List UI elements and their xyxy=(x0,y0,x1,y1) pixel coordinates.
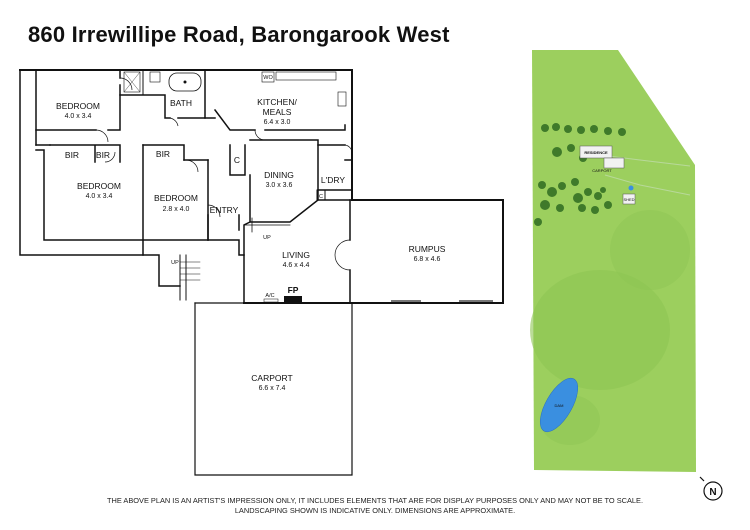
kitchen-label-2: MEALS xyxy=(263,107,292,117)
kitchen-label: KITCHEN/ xyxy=(257,97,297,107)
site-carport-label: CARPORT xyxy=(592,168,612,173)
bedroom2-label: BEDROOM xyxy=(77,181,121,191)
laundry-label: L'DRY xyxy=(321,175,345,185)
shed-building xyxy=(622,193,636,205)
closet1-label: C xyxy=(234,155,240,165)
disclaimer-line-1: THE ABOVE PLAN IS AN ARTIST'S IMPRESSION… xyxy=(106,496,644,505)
carport-label: CARPORT xyxy=(251,373,292,383)
residence-building xyxy=(579,145,613,159)
dining-dim: 3.0 x 3.6 xyxy=(266,182,293,189)
kitchen-dim: 6.4 x 3.0 xyxy=(264,119,291,126)
compass-label: N xyxy=(709,487,716,498)
door-swings xyxy=(95,77,353,271)
room-labels: BEDROOM 4.0 x 3.4 BATH KITCHEN/ MEALS 6.… xyxy=(56,75,446,392)
entry-label: ENTRY xyxy=(210,205,239,215)
fixtures xyxy=(123,71,347,303)
page-title: 860 Irrewillipe Road, Barongarook West xyxy=(28,22,450,47)
up-label-entry: UP xyxy=(263,235,271,241)
bedroom1-label: BEDROOM xyxy=(56,101,100,111)
living-dim: 4.6 x 4.4 xyxy=(283,262,310,269)
trees xyxy=(534,123,626,226)
bir1-label: BIR xyxy=(65,150,79,160)
bedroom3-dim: 2.8 x 4.0 xyxy=(163,206,190,213)
air-conditioner-icon xyxy=(263,298,279,303)
up-label-external: UP xyxy=(171,260,179,266)
shower-icon xyxy=(123,71,141,93)
bedroom1-dim: 4.0 x 3.4 xyxy=(65,113,92,120)
wall-oven-icon xyxy=(261,71,275,83)
disclaimer: THE ABOVE PLAN IS AN ARTIST'S IMPRESSION… xyxy=(0,496,750,516)
kitchen-bench xyxy=(275,71,337,81)
fireplace-icon xyxy=(284,296,302,303)
toilet-icon xyxy=(149,71,161,83)
water-tank-icon xyxy=(628,185,634,191)
bedroom2-dim: 4.0 x 3.4 xyxy=(86,193,113,200)
bir3-label: BIR xyxy=(156,149,170,159)
bir2-label: BIR xyxy=(96,150,110,160)
site-plan: RESIDENCE CARPORT SHED DAM xyxy=(530,50,696,472)
sink-icon xyxy=(337,91,347,107)
bedroom3-label: BEDROOM xyxy=(154,193,198,203)
site-carport-building xyxy=(603,157,625,169)
living-label: LIVING xyxy=(282,250,310,260)
dam-label: DAM xyxy=(555,403,564,408)
bath-label: BATH xyxy=(170,98,192,108)
carport-dim: 6.6 x 7.4 xyxy=(259,385,286,392)
wall-oven-label: WO xyxy=(263,75,273,81)
ac-label: A/C xyxy=(265,293,274,299)
residence-label: RESIDENCE xyxy=(584,150,608,155)
shed-label: SHED xyxy=(623,197,634,202)
disclaimer-line-2: LANDSCAPING SHOWN IS INDICATIVE ONLY. DI… xyxy=(234,506,516,515)
north-compass-icon: N xyxy=(699,476,723,501)
fireplace-label: FP xyxy=(288,285,299,295)
rumpus-label: RUMPUS xyxy=(409,244,446,254)
plan-walls xyxy=(19,69,504,476)
dining-label: DINING xyxy=(264,170,294,180)
rumpus-dim: 6.8 x 4.6 xyxy=(414,256,441,263)
closet2-label: C xyxy=(319,194,323,200)
dam-water xyxy=(539,377,579,433)
